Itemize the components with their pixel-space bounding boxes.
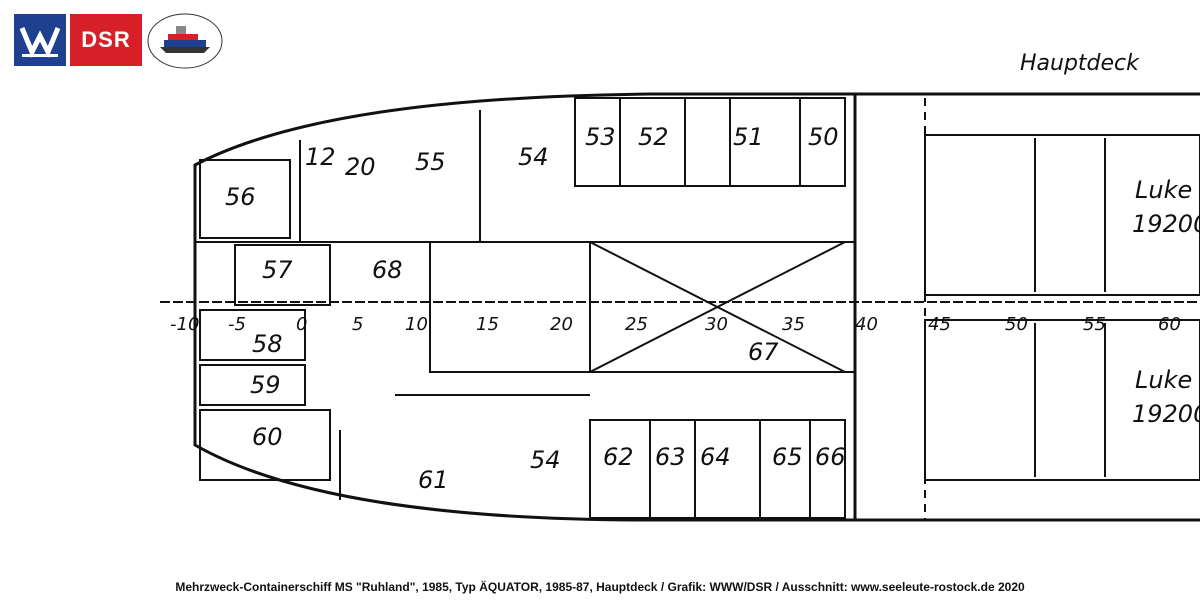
frame-label: 55 xyxy=(1083,314,1106,335)
frame-label: 15 xyxy=(476,314,499,335)
frame-label: 10 xyxy=(405,314,428,335)
room-number: 58 xyxy=(252,330,283,358)
caption: Mehrzweck-Containerschiff MS "Ruhland", … xyxy=(175,580,1025,594)
frame-label: 45 xyxy=(928,314,951,335)
room-number: 55 xyxy=(415,148,446,176)
hull-outline xyxy=(193,92,1200,522)
room-number: 60 xyxy=(252,423,283,451)
frame-label: 5 xyxy=(352,314,363,335)
room-number: 51 xyxy=(733,123,764,151)
room-number: 12 xyxy=(305,143,336,171)
room-number: 56 xyxy=(225,183,256,211)
room-number: 54 xyxy=(518,143,549,171)
room-number: 68 xyxy=(372,256,403,284)
room-number: 57 xyxy=(262,256,293,284)
room-number: 67 xyxy=(748,338,779,366)
hatch-label: Luke xyxy=(1135,366,1192,394)
frame-label: 20 xyxy=(550,314,573,335)
room-number: 20 xyxy=(345,153,376,181)
frame-label: 25 xyxy=(625,314,648,335)
dsr-logo: DSR xyxy=(70,14,142,66)
frame-label: 50 xyxy=(1005,314,1028,335)
hatch-value: 19200 xyxy=(1132,210,1200,238)
dsr-logo-text: DSR xyxy=(81,27,131,52)
room-number: 66 xyxy=(815,443,846,471)
room-number: 64 xyxy=(700,443,731,471)
frame-label: -5 xyxy=(228,314,246,335)
room-number: 65 xyxy=(772,443,803,471)
frame-label: 0 xyxy=(296,314,307,335)
frame-label: 40 xyxy=(855,314,878,335)
room-number: 52 xyxy=(638,123,669,151)
hatch-label: Luke xyxy=(1135,176,1192,204)
wv-logo xyxy=(14,14,66,66)
frame-label: 35 xyxy=(782,314,805,335)
room-number: 62 xyxy=(603,443,634,471)
frame-label: 60 xyxy=(1158,314,1181,335)
room-number: 59 xyxy=(250,371,281,399)
room-number: 63 xyxy=(655,443,686,471)
deck-title: Hauptdeck xyxy=(1020,51,1140,76)
seeleute-logo xyxy=(146,12,224,70)
room-number: 54 xyxy=(530,446,561,474)
room-number: 50 xyxy=(808,123,839,151)
room-number: 53 xyxy=(585,123,616,151)
central-hold xyxy=(429,241,856,373)
room-number: 61 xyxy=(418,466,449,494)
hatch-value: 19200 xyxy=(1132,400,1200,428)
frame-label: 30 xyxy=(705,314,728,335)
frame-label: -10 xyxy=(170,314,199,335)
